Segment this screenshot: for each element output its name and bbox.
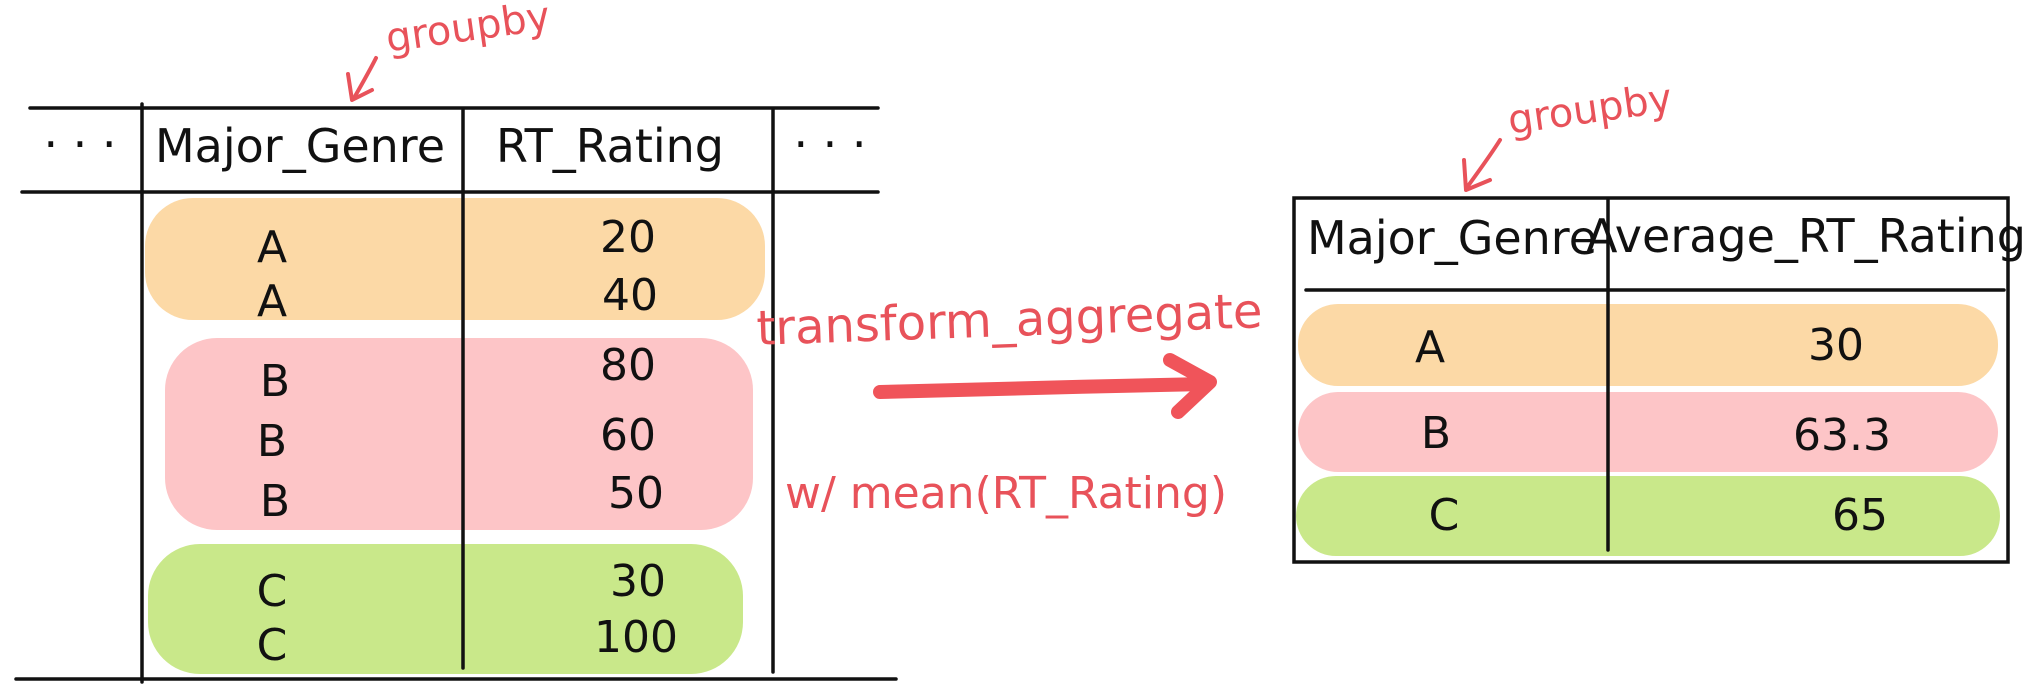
right-row: A 30 bbox=[1415, 320, 1864, 373]
right-row: B 63.3 bbox=[1421, 408, 1891, 461]
left-cell-rating: 20 bbox=[600, 212, 656, 263]
left-cell-genre: B bbox=[257, 416, 287, 467]
left-cell-genre: B bbox=[260, 356, 290, 407]
left-table: · · · · · · Major_Genre RT_Rating A 20 A… bbox=[14, 102, 898, 684]
left-cell-genre: A bbox=[257, 276, 287, 327]
left-row: B 80 bbox=[260, 340, 656, 407]
transform-label: transform_aggregate bbox=[756, 283, 1264, 357]
right-table-border bbox=[1292, 196, 2010, 564]
right-cell-genre: C bbox=[1429, 490, 1460, 541]
left-cell-rating: 30 bbox=[610, 556, 666, 607]
right-header-average-rt-rating: Average_RT_Rating bbox=[1586, 209, 2026, 263]
left-cell-rating: 80 bbox=[600, 340, 656, 391]
left-groupby-annotation: groupby bbox=[346, 0, 553, 102]
left-header-rt-rating: RT_Rating bbox=[496, 119, 724, 173]
transform-annotation: transform_aggregate w/ mean(RT_Rating) bbox=[756, 283, 1264, 519]
left-row: A 20 bbox=[257, 212, 656, 273]
right-groupby-arrowhead bbox=[1462, 158, 1492, 192]
left-cell-rating: 50 bbox=[608, 468, 664, 519]
left-row: B 50 bbox=[260, 468, 664, 527]
right-table: Major_Genre Average_RT_Rating A 30 B 63.… bbox=[1292, 196, 2026, 564]
left-groupby-arrowhead bbox=[346, 72, 374, 102]
transform-sublabel: w/ mean(RT_Rating) bbox=[785, 468, 1227, 519]
right-groupby-label: groupby bbox=[1505, 75, 1675, 144]
left-groupby-arrow bbox=[352, 56, 378, 100]
left-header-major-genre: Major_Genre bbox=[155, 119, 445, 173]
right-ellipsis: · · · bbox=[793, 117, 866, 171]
group-b-highlight bbox=[165, 338, 753, 530]
group-a-highlight bbox=[145, 198, 765, 320]
transform-arrow-shaft bbox=[873, 377, 1213, 399]
left-cell-genre: C bbox=[257, 566, 288, 617]
transform-arrow-head bbox=[1163, 353, 1217, 419]
result-c-highlight bbox=[1296, 476, 2000, 556]
left-cell-rating: 100 bbox=[594, 612, 678, 663]
right-groupby-annotation: groupby bbox=[1462, 75, 1675, 192]
result-b-highlight bbox=[1298, 392, 1998, 472]
right-cell-genre: B bbox=[1421, 408, 1451, 459]
right-cell-value: 63.3 bbox=[1793, 410, 1891, 461]
left-row: B 60 bbox=[257, 410, 656, 467]
group-c-highlight bbox=[148, 544, 743, 674]
right-cell-value: 30 bbox=[1808, 320, 1864, 371]
left-ellipsis: · · · bbox=[43, 117, 116, 171]
right-cell-genre: A bbox=[1415, 322, 1445, 373]
result-a-highlight bbox=[1298, 304, 1998, 386]
right-groupby-arrow bbox=[1466, 138, 1502, 188]
left-cell-rating: 40 bbox=[602, 270, 658, 321]
left-row: C 100 bbox=[257, 612, 678, 671]
left-cell-genre: B bbox=[260, 476, 290, 527]
left-cell-genre: A bbox=[257, 222, 287, 273]
right-cell-value: 65 bbox=[1832, 490, 1888, 541]
right-header-major-genre: Major_Genre bbox=[1307, 211, 1597, 265]
left-groupby-label: groupby bbox=[383, 0, 553, 62]
left-cell-rating: 60 bbox=[600, 410, 656, 461]
right-row: C 65 bbox=[1429, 490, 1888, 541]
left-cell-genre: C bbox=[257, 620, 288, 671]
left-row: C 30 bbox=[257, 556, 666, 617]
left-row: A 40 bbox=[257, 270, 658, 327]
